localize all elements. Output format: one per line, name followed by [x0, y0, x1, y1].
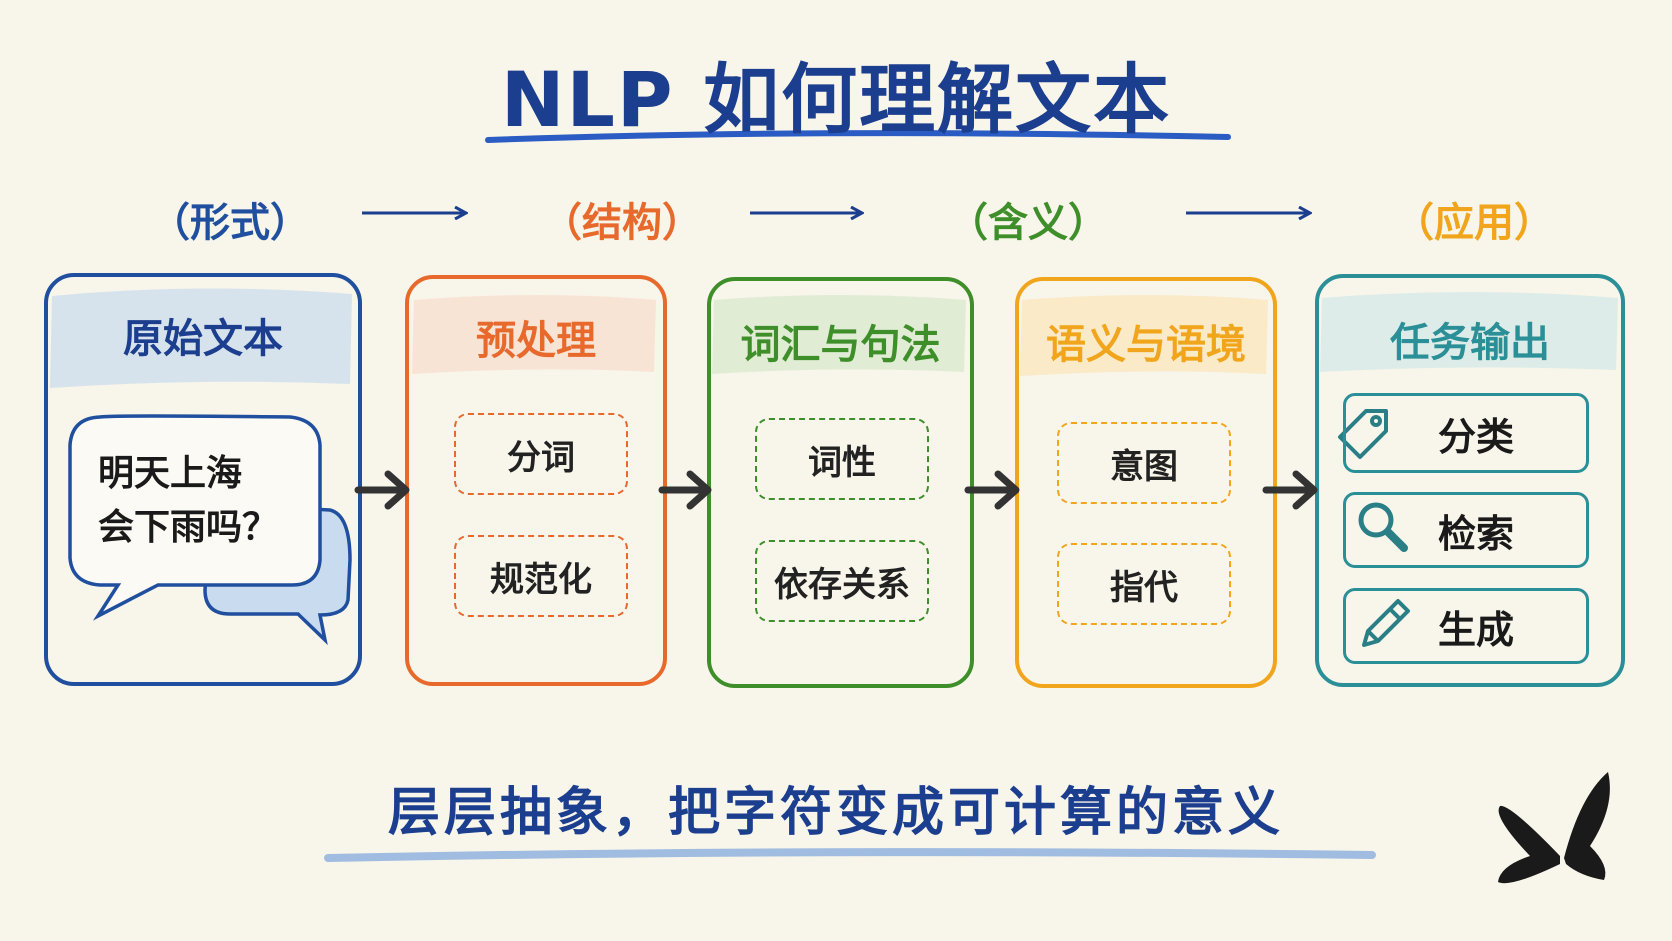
- task-generate-label: 生成: [1438, 607, 1515, 652]
- bubble-line-1: 明天上海: [98, 453, 243, 494]
- semantic-box: [1015, 277, 1277, 688]
- speech-bubble-front: [68, 414, 322, 621]
- output-title-wash: [1320, 292, 1618, 372]
- bubble-line-2: 会下雨吗？: [98, 507, 279, 548]
- pill-intent: 意图: [1057, 422, 1231, 504]
- stage-label-meaning: （含义）: [948, 200, 1108, 246]
- butterfly-logo: [1498, 772, 1610, 884]
- task-retrieve-label: 检索: [1438, 511, 1515, 556]
- lexical-title: 词汇与句法: [740, 322, 941, 368]
- title-underline: [485, 130, 1231, 143]
- output-title: 任务输出: [1390, 320, 1550, 366]
- raw-text-box: [44, 273, 362, 686]
- task-generate: 生成: [1343, 588, 1589, 664]
- preprocess-box: [405, 275, 667, 686]
- pill-dependency: 依存关系: [755, 540, 929, 622]
- connector-arrow-2: [658, 470, 712, 510]
- stage-label-form: （形式）: [150, 200, 310, 246]
- preprocess-title-wash: [412, 295, 656, 374]
- semantic-title-wash: [1020, 295, 1268, 376]
- semantic-title: 语义与语境: [1046, 322, 1246, 368]
- pill-pos: 词性: [755, 418, 929, 500]
- preprocess-title: 预处理: [476, 318, 596, 364]
- page-title: NLP 如何理解文本: [500, 55, 1172, 144]
- tag-icon: [1338, 409, 1388, 459]
- pill-normalize: 规范化: [454, 535, 628, 617]
- connector-arrow-3: [964, 470, 1020, 510]
- raw-title-wash: [50, 288, 352, 388]
- lexical-box: [707, 277, 974, 688]
- connector-arrow-1: [354, 470, 410, 510]
- magnifier-icon: [1358, 502, 1408, 552]
- raw-text-title: 原始文本: [123, 316, 283, 362]
- pill-tokenize: 分词: [454, 413, 628, 495]
- stage-label-application: （应用）: [1394, 200, 1554, 246]
- connector-arrow-4: [1262, 470, 1318, 510]
- bottom-underline: [324, 848, 1376, 862]
- task-classify: 分类: [1343, 393, 1589, 473]
- task-retrieve: 检索: [1343, 492, 1589, 568]
- bottom-caption: 层层抽象，把字符变成可计算的意义: [387, 783, 1284, 843]
- pencil-icon: [1362, 599, 1410, 647]
- task-classify-label: 分类: [1438, 414, 1515, 459]
- output-box: [1315, 274, 1625, 687]
- lexical-title-wash: [712, 295, 966, 374]
- stage-label-structure: （结构）: [542, 200, 702, 246]
- pill-coreference: 指代: [1057, 543, 1231, 625]
